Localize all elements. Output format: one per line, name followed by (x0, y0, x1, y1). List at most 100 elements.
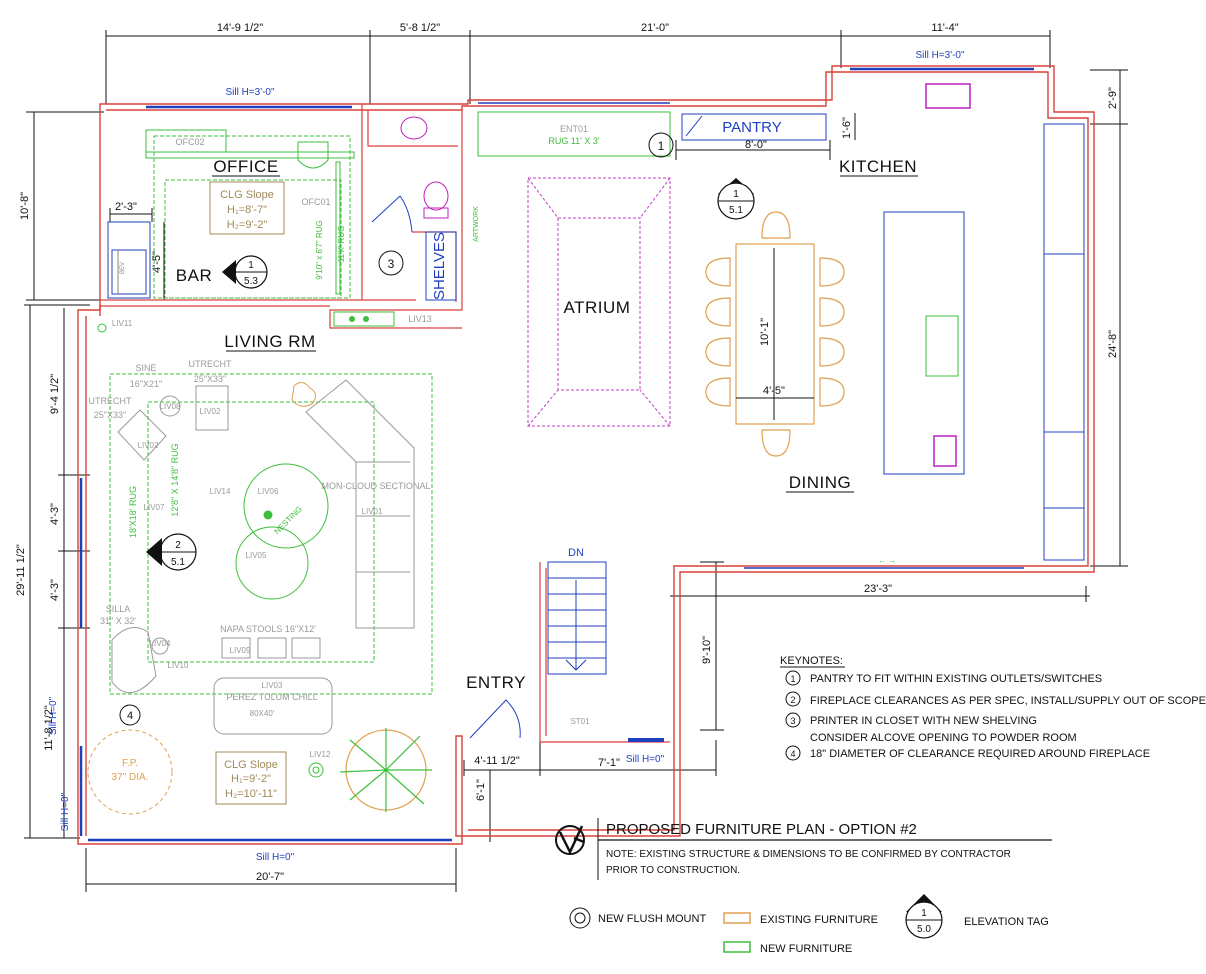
keynote-4-num: 4 (790, 749, 795, 759)
elevation-bar-bottom: 5.3 (244, 276, 258, 287)
living-chairs (111, 382, 333, 735)
lamp-liv11 (97, 323, 107, 333)
tag-utrecht-b-size: 25"X33" (194, 374, 226, 384)
sill-left-upper: Sill H=0" (48, 696, 59, 735)
dim-top-kitchen: 11'-4" (931, 22, 958, 34)
tag-liv04: LIV04 (150, 639, 171, 648)
plan-note-line-1: NOTE: EXISTING STRUCTURE & DIMENSIONS TO… (606, 849, 1011, 860)
legend-existing: EXISTING FURNITURE (760, 914, 878, 926)
dim-left-total: 29'-11 1/2" (15, 544, 27, 596)
dim-pantry-depth: 1'-6" (841, 117, 853, 139)
elevation-kitchen-top: 1 (733, 189, 739, 200)
office-ceiling-title: CLG Slope (220, 189, 274, 201)
sill-bottom: Sill H=0" (256, 852, 295, 863)
room-pantry: PANTRY (722, 119, 781, 136)
tag-liv01: LIV01 (362, 507, 383, 516)
office-ceiling-h2: H₂=9'-2" (227, 219, 268, 231)
tag-utrecht-a-size: 25"X33" (94, 410, 126, 420)
plan-note-line-2: PRIOR TO CONSTRUCTION. (606, 865, 740, 876)
tag-liv03: LIV03 (262, 681, 283, 690)
shelves-unit (425, 231, 457, 301)
room-living: LIVING RM (224, 332, 315, 351)
legend: NEW FLUSH MOUNT EXISTING FURNITURE NEW F… (569, 894, 1049, 955)
room-atrium: ATRIUM (564, 298, 631, 317)
elevation-living-top: 2 (175, 540, 181, 551)
tag-silla: SILLA (106, 604, 131, 614)
dim-stair-width: 7'-1" (598, 757, 620, 769)
tag-stools: NAPA STOOLS 16"X12' (220, 624, 316, 634)
tag-rug-128: 12'8" X 14'8" RUG (170, 443, 180, 516)
kitchen-sink (925, 83, 971, 109)
tag-liv07: LIV07 (144, 503, 165, 512)
stair (547, 561, 607, 675)
dim-right-total: 24'-8" (1107, 330, 1119, 358)
tag-sectional: MON-CLOUD SECTIONAL (321, 481, 430, 491)
keynote-1-text: PANTRY TO FIT WITHIN EXISTING OUTLETS/SW… (810, 673, 1102, 685)
flush-mount-icon (569, 907, 591, 929)
office-ceiling-box (209, 181, 285, 235)
dim-bar-width: 2'-3" (115, 201, 137, 213)
office-ceiling-h1: H₁=8'-7" (227, 204, 267, 216)
living-rugs (109, 373, 433, 695)
island-pendant (925, 315, 959, 377)
elevation-tag-living: 2 5.1 (146, 533, 197, 571)
elevation-tag-kitchen: 1 5.1 (717, 178, 755, 220)
living-ceiling-h2: H₂=10'-11" (225, 788, 277, 800)
dim-entry-depth: 6'-1" (475, 779, 487, 801)
tag-rug-18: 18'X18' RUG (128, 486, 138, 538)
dim-left-window-2: 4'-3" (49, 579, 61, 601)
sill-office: Sill H=3'-0" (225, 87, 275, 98)
dim-left-window-1: 4'-3" (49, 503, 61, 525)
tag-ofc02: OFC02 (175, 137, 204, 147)
tag-ent01: ENT01 (560, 124, 588, 134)
room-office: OFFICE (213, 157, 278, 176)
fireplace-diameter: 37" DIA. (112, 772, 149, 783)
north-arrow-icon (555, 825, 585, 855)
dim-bottom-living: 20'-7" (256, 871, 284, 883)
legend-new: NEW FURNITURE (760, 943, 852, 955)
tag-perez-size: 80X40' (250, 709, 275, 718)
legend-elevation-top: 1 (921, 908, 927, 919)
door-arrow-glyph: ← → (878, 556, 896, 565)
elevation-bar-top: 1 (248, 260, 254, 271)
keynotes: KEYNOTES: 1 PANTRY TO FIT WITHIN EXISTIN… (780, 655, 1206, 761)
tag-liv06: LIV06 (258, 487, 279, 496)
tag-sine: SINE (135, 363, 156, 373)
living-ceiling-box (215, 751, 287, 805)
tag-utrecht-a: UTRECHT (89, 396, 132, 406)
sill-labels: Sill H=3'-0" Sill H=3'-0" Sill H=0" Sill… (48, 50, 965, 863)
exterior-walls (77, 65, 1095, 845)
legend-elevation: ELEVATION TAG (964, 916, 1049, 928)
dim-pantry-width: 8'-0" (745, 139, 767, 151)
sill-stair: Sill H=0" (626, 754, 665, 765)
keynote-1-marker-label: 1 (658, 139, 665, 153)
room-bar: BAR (176, 266, 212, 285)
dim-bar-height: 4'-5" (151, 251, 163, 273)
keynote-4-text: 18" DIAMETER OF CLEARANCE REQUIRED AROUN… (810, 748, 1150, 760)
living-ceiling-h1: H₁=9'-2" (231, 773, 271, 785)
legend-existing-swatch (723, 912, 751, 924)
atrium-skylight (527, 177, 671, 427)
kitchen-counters (883, 123, 1085, 561)
dim-entry-width: 4'-11 1/2" (474, 755, 520, 767)
dim-left-living-2: 11'-8 1/2" (43, 705, 55, 751)
dim-top-bath: 5'-8 1/2" (400, 22, 440, 34)
tag-bev: BEV (120, 262, 126, 274)
tag-artwork: ARTWORK (473, 206, 480, 242)
fireplace-clearance (87, 729, 173, 815)
title-block: PROPOSED FURNITURE PLAN - OPTION #2 NOTE… (555, 818, 1052, 880)
tag-st01: ST01 (570, 717, 590, 726)
dim-bottom-right: 23'-3" (864, 583, 892, 595)
keynote-1-num: 1 (790, 674, 795, 684)
living-coffee-tables (235, 463, 329, 600)
tag-ofc01: OFC01 (301, 197, 330, 207)
sill-kitchen: Sill H=3'-0" (915, 50, 965, 61)
sill-left-lower: Sill H=0" (60, 792, 71, 831)
legend-flush-mount: NEW FLUSH MOUNT (598, 913, 706, 925)
elevation-kitchen-bottom: 5.1 (729, 205, 743, 216)
tag-liv08: LIV08 (160, 402, 181, 411)
plant-icon (339, 728, 432, 812)
tag-liv10: LIV10 (168, 661, 189, 670)
keynote-2-text: FIREPLACE CLEARANCES AS PER SPEC, INSTAL… (810, 695, 1206, 707)
